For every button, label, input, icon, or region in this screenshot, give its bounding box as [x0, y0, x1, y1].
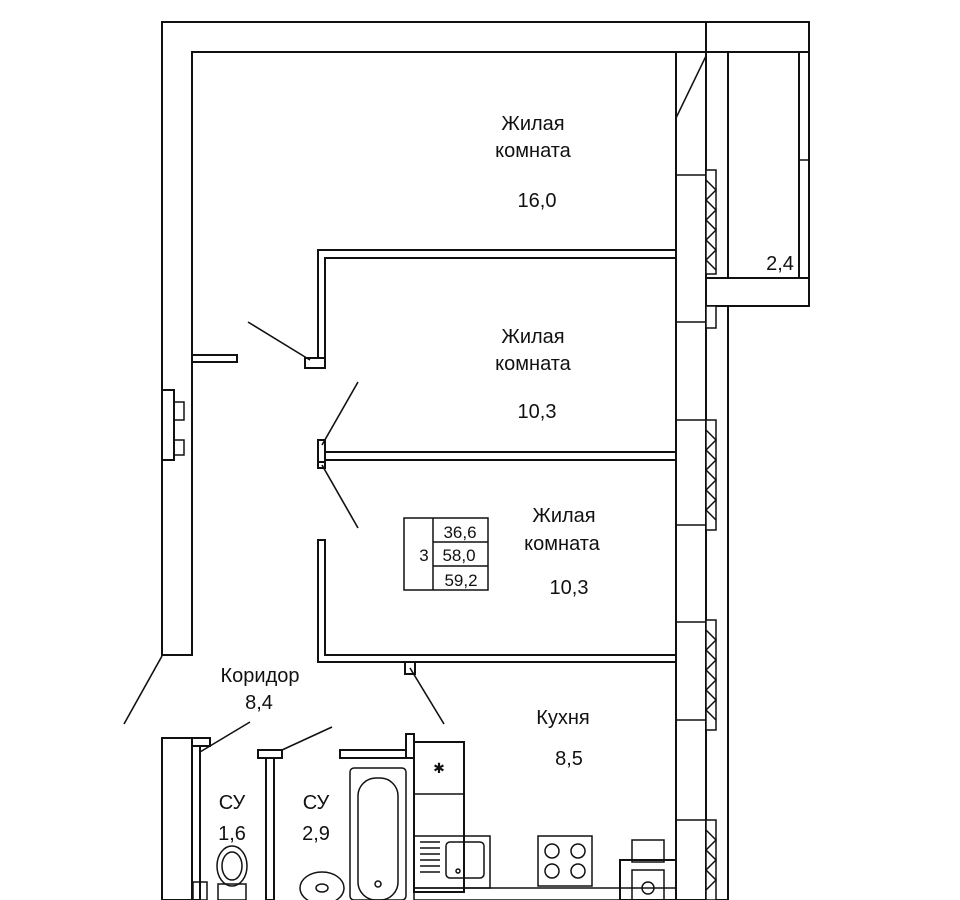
toilet [216, 845, 248, 900]
refrigerator [631, 839, 665, 900]
room-area: 16,0 [518, 190, 557, 212]
living-area: 36,6 [443, 523, 476, 542]
total-area-with-balcony: 59,2 [444, 571, 477, 590]
interior-walls [161, 249, 677, 900]
stove [537, 835, 593, 887]
room-name: Жилая [532, 505, 595, 527]
svg-text:✱: ✱ [433, 760, 445, 776]
room-label-living2: Жилая комната 10,3 [495, 326, 572, 423]
room-area: 2,9 [302, 823, 330, 845]
room-label-kitchen: Кухня 8,5 [536, 707, 590, 770]
room-name: СУ [303, 792, 330, 814]
room-label-living1: Жилая комната 16,0 [495, 113, 572, 212]
room-name: Кухня [536, 707, 590, 729]
room-area: 2,4 [766, 253, 794, 275]
room-name: комната [524, 533, 601, 555]
room-name: Жилая [501, 113, 564, 135]
room-label-corridor: Коридор 8,4 [221, 665, 300, 714]
rooms-count: 3 [419, 546, 428, 565]
room-name: Коридор [221, 665, 300, 687]
room-area: 8,4 [245, 692, 273, 714]
room-label-living3: Жилая комната 10,3 [524, 505, 601, 599]
fixtures: ✱ [192, 741, 677, 900]
area-summary-table: 3 36,6 58,0 59,2 [403, 517, 489, 591]
room-area: 10,3 [550, 577, 589, 599]
bathtub [349, 767, 407, 900]
washbasin [299, 871, 345, 900]
room-name: комната [495, 353, 572, 375]
room-name: Жилая [501, 326, 564, 348]
total-area: 58,0 [442, 546, 475, 565]
room-area: 1,6 [218, 823, 246, 845]
room-area: 10,3 [518, 401, 557, 423]
room-name: СУ [219, 792, 246, 814]
balcony [705, 21, 810, 307]
room-area: 8,5 [555, 748, 583, 770]
room-label-bath1: СУ 1,6 [218, 792, 246, 845]
windows [675, 55, 718, 900]
room-label-balcony: 2,4 [766, 253, 794, 275]
room-name: комната [495, 140, 572, 162]
room-label-bath2: СУ 2,9 [302, 792, 330, 845]
door-swings [123, 321, 445, 753]
